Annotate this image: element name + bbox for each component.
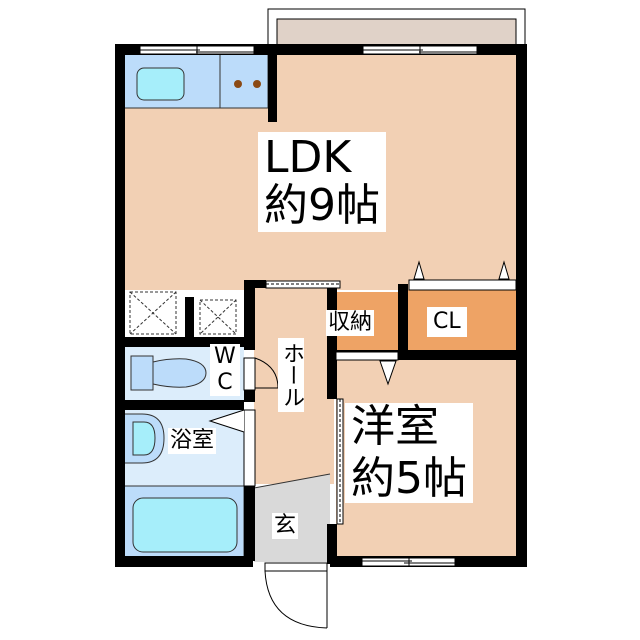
bathroom-door — [208, 409, 256, 487]
storage-door — [335, 351, 399, 386]
window — [362, 45, 478, 55]
entrance-label: 玄 — [272, 513, 299, 539]
window — [361, 557, 456, 567]
stove-burner-icon — [253, 80, 261, 88]
fridge-space-icon — [199, 299, 237, 335]
sliding-door — [265, 280, 344, 525]
balcony — [267, 8, 526, 46]
western-room-label: 洋室 約5帖 — [345, 403, 473, 503]
wc-label: W C — [210, 344, 240, 396]
wc-name-c: C — [217, 370, 233, 395]
hall-label: ホール — [278, 338, 304, 412]
toilet-tank-icon — [130, 355, 154, 391]
entrance-door — [264, 562, 328, 629]
wc-door — [243, 357, 279, 391]
sink-icon — [136, 67, 185, 101]
ldk-label: LDK 約9帖 — [258, 132, 386, 232]
toilet-bowl-icon — [152, 358, 207, 388]
closet-door — [408, 260, 517, 291]
window — [139, 45, 255, 55]
closet-label: CL — [427, 307, 467, 337]
bathroom-label: 浴室 — [168, 428, 217, 454]
bathtub-basin-icon — [132, 497, 238, 553]
western-room-name: 洋室 — [351, 401, 439, 452]
ldk-name: LDK — [264, 132, 352, 183]
washer-space-icon — [129, 291, 177, 335]
western-room-size: 約5帖 — [351, 453, 467, 504]
ldk-size: 約9帖 — [264, 180, 380, 231]
storage-label: 収納 — [326, 310, 375, 336]
stove-burner-icon — [234, 80, 242, 88]
wc-name-w: W — [214, 344, 236, 369]
